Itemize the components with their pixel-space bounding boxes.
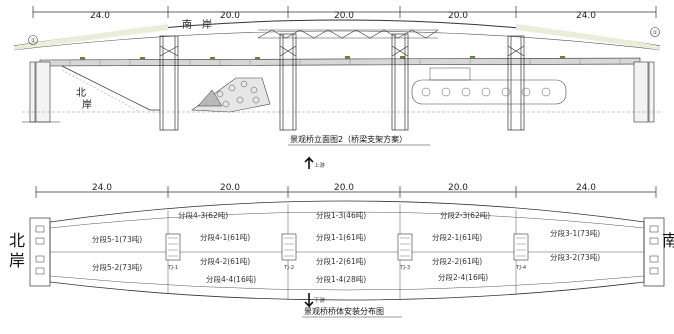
elev-span-4: 20.0 (448, 11, 468, 21)
plan-title: 景观桥桥体安装分布图 (304, 306, 384, 316)
elev-south-bank: 南 岸 (182, 18, 212, 31)
support-tj-1: TJ-1 (167, 265, 178, 271)
support-tj-4: TJ-4 (515, 265, 527, 271)
segment-3-2: 分段3-2(73吨) (550, 252, 600, 262)
elev-span-2: 20.0 (220, 11, 240, 21)
plan-south-bank: 南 (662, 231, 674, 250)
plan-span-4: 20.0 (448, 183, 468, 193)
plan-north-bank-2: 岸 (9, 251, 25, 270)
segment-4-3: 分段4-3(62吨) (178, 210, 228, 220)
segment-1-2: 分段1-2(61吨) (316, 256, 366, 266)
support-tj-2: TJ-2 (283, 265, 294, 271)
plan-view: 24.0 20.0 20.0 20.0 24.0 分段4-3(62吨) 分段1-… (9, 183, 674, 318)
segment-5-2: 分段5-2(73吨) (92, 262, 142, 272)
support-tj-3: TJ-3 (399, 265, 411, 271)
elevation-title: 景观桥立面图2（桥梁支架方案） (290, 134, 407, 144)
segment-5-1: 分段5-1(73吨) (92, 234, 142, 244)
elev-span-5: 24.0 (576, 11, 596, 21)
upstream-label: 上游 (314, 161, 326, 169)
segment-2-2: 分段2-2(61吨) (432, 256, 482, 266)
segment-4-4: 分段4-4(16吨) (206, 274, 256, 284)
plan-north-bank-1: 北 (9, 231, 25, 250)
segment-4-1: 分段4-1(61吨) (200, 232, 250, 242)
downstream-label: 下游 (314, 296, 326, 304)
segment-4-2: 分段4-2(61吨) (200, 256, 250, 266)
elev-span-1: 24.0 (90, 11, 110, 21)
elev-marker-left: ① (31, 38, 36, 44)
elev-north-bank: 北 (76, 87, 86, 99)
segment-2-4: 分段2-4(16吨) (438, 272, 488, 282)
plan-span-5: 24.0 (576, 183, 596, 193)
elev-north-bank-2: 岸 (82, 99, 92, 111)
segment-1-1: 分段1-1(61吨) (316, 232, 366, 242)
segment-1-4: 分段1-4(28吨) (316, 274, 366, 284)
elevation-view: 24.0 20.0 20.0 20.0 24.0 南 岸 ① ① (13, 6, 661, 169)
plan-span-3: 20.0 (334, 183, 354, 193)
segment-1-3: 分段1-3(46吨) (316, 210, 366, 220)
elev-span-3: 20.0 (334, 11, 354, 21)
segment-3-1: 分段3-1(73吨) (550, 228, 600, 238)
plan-span-2: 20.0 (220, 183, 240, 193)
segment-2-3: 分段2-3(62吨) (440, 210, 490, 220)
segment-2-1: 分段2-1(61吨) (432, 232, 482, 242)
plan-span-1: 24.0 (92, 183, 112, 193)
elev-marker-right: ① (653, 30, 658, 36)
